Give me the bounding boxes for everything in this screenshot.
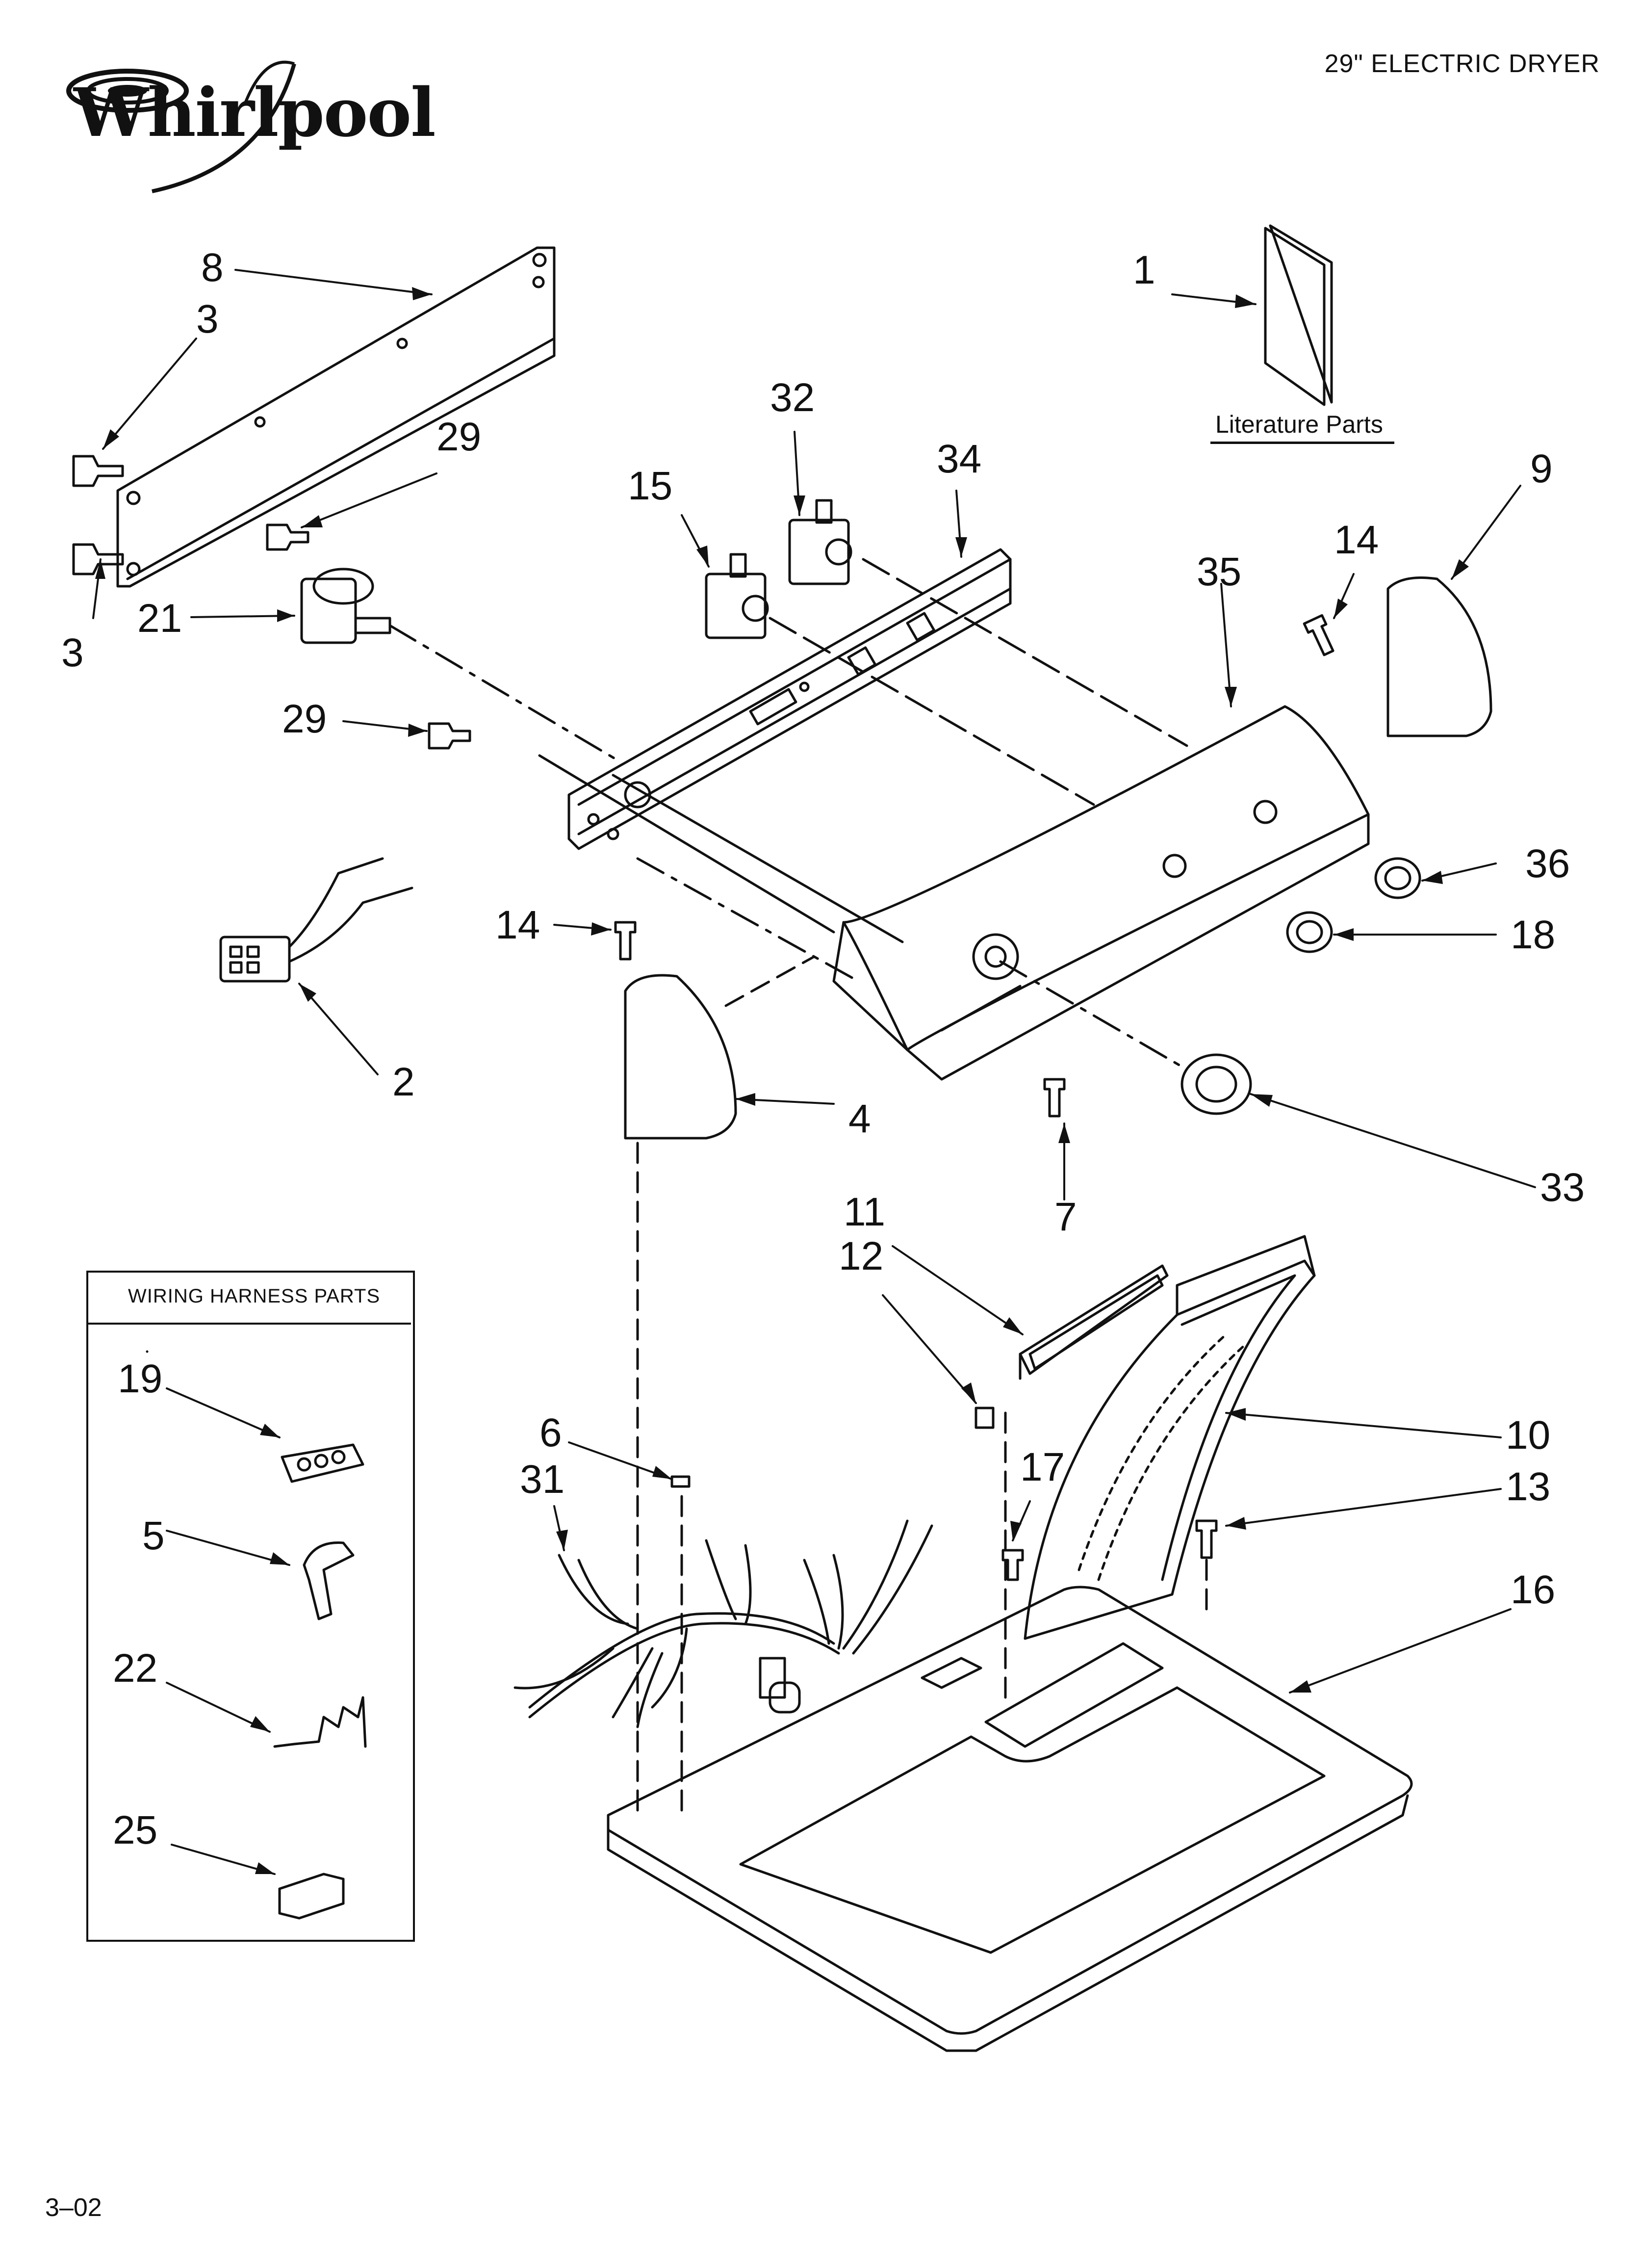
callout-3: 3 [61,630,84,675]
switch-part [300,568,619,762]
callout-31: 31 [520,1457,565,1502]
callout-7: 7 [1054,1195,1077,1239]
callout-34: 34 [937,437,982,481]
callout-6: 6 [539,1410,562,1455]
literature-booklet-part [1264,224,1333,406]
page-title: 29" ELECTRIC DRYER [1324,50,1600,78]
callout-35: 35 [1197,549,1242,594]
arrowheads [95,287,1469,1693]
lint-screen-part [1019,1264,1169,1380]
callout-9: 9 [1530,446,1553,491]
callout-29: 29 [436,415,482,459]
callout-19: 19 [118,1356,163,1401]
harness-arrowheads [250,1424,289,1874]
callout-10: 10 [1506,1413,1551,1458]
console-bracket-part [567,548,1012,850]
rear-panel-part [116,246,556,588]
callout-25: 25 [113,1808,158,1852]
wiring-harness-title: WIRING HARNESS PARTS [128,1285,381,1307]
end-cap-part [624,576,1492,1140]
callout-5: 5 [142,1513,165,1558]
callout-21: 21 [137,596,182,641]
callout-1: 1 [1133,248,1155,292]
screw-part [72,455,124,575]
clip-part [975,1407,995,1429]
wiring-harness-box [86,1271,415,1942]
callout-16: 16 [1511,1567,1556,1612]
callout-14: 14 [495,903,540,947]
callout-14: 14 [1334,518,1379,562]
brand-name: Whirlpool [74,74,436,152]
literature-parts-label: Literature Parts [1215,411,1383,438]
knob-part [999,857,1421,1115]
page-code: 3–02 [45,2193,102,2222]
callout-15: 15 [628,464,673,508]
callout-29: 29 [282,697,327,741]
callout-17: 17 [1020,1445,1065,1489]
screw-part [266,523,471,750]
callout-11: 11 [844,1190,886,1234]
control-switch-part [705,499,852,639]
callout-36: 36 [1525,841,1570,886]
clip-part [670,1475,691,1488]
callout-33: 33 [1540,1165,1585,1210]
callout-4: 4 [848,1096,871,1141]
callout-3: 3 [196,297,219,341]
callout-12: 12 [839,1234,884,1278]
logo-swirl-icon [66,60,296,193]
literature-underline [1210,442,1394,444]
console-panel-part [832,705,1370,1081]
callout-32: 32 [770,375,815,420]
callout-22: 22 [113,1646,158,1691]
connector-part [219,857,413,983]
wiring-harness-header: WIRING HARNESS PARTS [86,1271,411,1325]
callout-2: 2 [392,1060,415,1104]
screw-part [614,614,1334,1581]
callout-8: 8 [201,245,224,290]
duct-grille-part [1024,1235,1316,1640]
callout-13: 13 [1506,1464,1551,1509]
top-panel-part [607,1586,1413,2052]
callout-18: 18 [1511,912,1556,957]
wiring-harness-part [513,1519,933,1728]
